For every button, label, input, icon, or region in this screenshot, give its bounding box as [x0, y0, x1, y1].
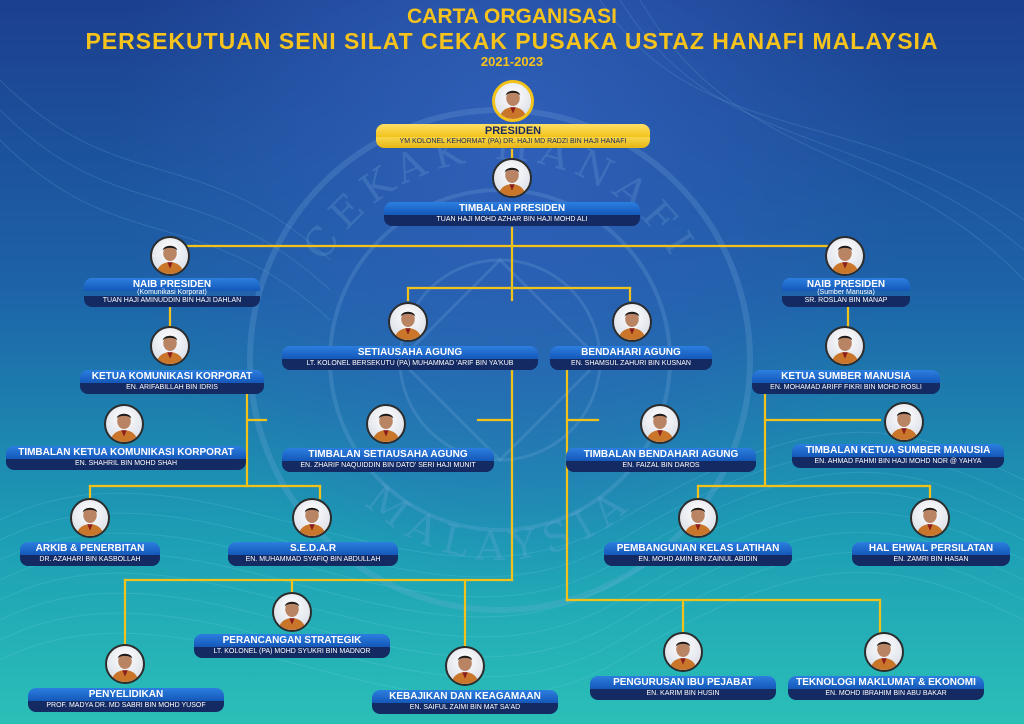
avatar [150, 326, 190, 366]
chart-organization-name: PERSEKUTUAN SENI SILAT CEKAK PUSAKA USTA… [85, 28, 939, 54]
node-penyelidikan: PENYELIDIKAN PROF. MADYA DR. MD SABRI BI… [28, 688, 224, 712]
node-name: EN. SHAMSUL ZAHURI BIN KUSNAN [550, 359, 712, 370]
node-pengurusan-ibu-pejabat: PENGURUSAN IBU PEJABAT EN. KARIM BIN HUS… [590, 676, 776, 700]
chart-title: CARTA ORGANISASI [407, 5, 617, 28]
node-title: KETUA SUMBER MANUSIA [752, 370, 940, 383]
node-timbalan-setiausaha: TIMBALAN SETIAUSAHA AGUNG EN. ZHARIF NAQ… [282, 448, 494, 472]
node-title: PRESIDEN [376, 124, 650, 137]
node-name: LT. KOLONEL (PA) MOHD SYUKRI BIN MADNOR [194, 647, 390, 658]
avatar [445, 646, 485, 686]
avatar [150, 236, 190, 276]
node-setiausaha-agung: SETIAUSAHA AGUNG LT. KOLONEL BERSEKUTU (… [282, 346, 538, 370]
chart-term-years: 2021-2023 [480, 54, 544, 69]
node-title: TEKNOLOGI MAKLUMAT & EKONOMI [788, 676, 984, 689]
avatar [612, 302, 652, 342]
node-name: EN. FAIZAL BIN DAROS [566, 461, 756, 472]
node-subtitle: (Komunikasi Korporat) [137, 289, 207, 296]
node-name: YM KOLONEL KEHORMAT (PA) DR. HAJI MD RAD… [376, 137, 650, 148]
avatar [864, 632, 904, 672]
node-name: DR. AZAHARI BIN KASBOLLAH [20, 555, 160, 566]
node-title: TIMBALAN KETUA KOMUNIKASI KORPORAT [6, 446, 246, 459]
avatar [366, 404, 406, 444]
node-title: NAIB PRESIDEN [84, 278, 260, 291]
node-name: EN. SAIFUL ZAIMI BIN MAT SA'AD [372, 703, 558, 714]
avatar [272, 592, 312, 632]
avatar [825, 326, 865, 366]
node-name: EN. MUHAMMAD SYAFIQ BIN ABDULLAH [228, 555, 398, 566]
node-naib-presiden-sumber: NAIB PRESIDEN (Sumber Manusia) SR. ROSLA… [782, 278, 910, 307]
node-ketua-komunikasi: KETUA KOMUNIKASI KORPORAT EN. ARIFABILLA… [80, 370, 264, 394]
node-name: EN. ZHARIF NAQUIDDIN BIN DATO' SERI HAJI… [282, 461, 494, 472]
node-title: TIMBALAN PRESIDEN [384, 202, 640, 215]
node-teknologi-maklumat: TEKNOLOGI MAKLUMAT & EKONOMI EN. MOHD IB… [788, 676, 984, 700]
node-sedar: S.E.D.A.R EN. MUHAMMAD SYAFIQ BIN ABDULL… [228, 542, 398, 566]
avatar [492, 158, 532, 198]
node-timbalan-ketua-komunikasi: TIMBALAN KETUA KOMUNIKASI KORPORAT EN. S… [6, 446, 246, 470]
node-title: PENGURUSAN IBU PEJABAT [590, 676, 776, 689]
node-name: SR. ROSLAN BIN MANAP [782, 296, 910, 307]
node-name: EN. ZAMRI BIN HASAN [852, 555, 1010, 566]
node-timbalan-presiden: TIMBALAN PRESIDEN TUAN HAJI MOHD AZHAR B… [384, 202, 640, 226]
node-ketua-sumber: KETUA SUMBER MANUSIA EN. MOHAMAD ARIFF F… [752, 370, 940, 394]
node-perancangan-strategik: PERANCANGAN STRATEGIK LT. KOLONEL (PA) M… [194, 634, 390, 658]
node-title: NAIB PRESIDEN [782, 278, 910, 291]
node-name: EN. MOHD IBRAHIM BIN ABU BAKAR [788, 689, 984, 700]
node-name: EN. AHMAD FAHMI BIN HAJI MOHD NOR @ YAHY… [792, 457, 1004, 468]
node-title: SETIAUSAHA AGUNG [282, 346, 538, 359]
node-name: EN. SHAHRIL BIN MOHD SHAH [6, 459, 246, 470]
node-name: TUAN HAJI AMINUDDIN BIN HAJI DAHLAN [84, 296, 260, 307]
node-title: HAL EHWAL PERSILATAN [852, 542, 1010, 555]
node-name: EN. ARIFABILLAH BIN IDRIS [80, 383, 264, 394]
avatar [678, 498, 718, 538]
node-title: ARKIB & PENERBITAN [20, 542, 160, 555]
node-hal-ehwal-persilatan: HAL EHWAL PERSILATAN EN. ZAMRI BIN HASAN [852, 542, 1010, 566]
node-presiden: PRESIDEN YM KOLONEL KEHORMAT (PA) DR. HA… [376, 124, 650, 148]
node-title: S.E.D.A.R [228, 542, 398, 555]
node-title: TIMBALAN KETUA SUMBER MANUSIA [792, 444, 1004, 457]
node-title: KEBAJIKAN DAN KEAGAMAAN [372, 690, 558, 703]
node-title: TIMBALAN BENDAHARI AGUNG [566, 448, 756, 461]
node-arkib-penerbitan: ARKIB & PENERBITAN DR. AZAHARI BIN KASBO… [20, 542, 160, 566]
avatar [104, 404, 144, 444]
node-name: EN. KARIM BIN HUSIN [590, 689, 776, 700]
node-naib-presiden-komunikasi: NAIB PRESIDEN (Komunikasi Korporat) TUAN… [84, 278, 260, 307]
avatar [70, 498, 110, 538]
node-title: BENDAHARI AGUNG [550, 346, 712, 359]
node-subtitle: (Sumber Manusia) [817, 289, 875, 296]
node-title: PEMBANGUNAN KELAS LATIHAN [604, 542, 792, 555]
node-timbalan-bendahari: TIMBALAN BENDAHARI AGUNG EN. FAIZAL BIN … [566, 448, 756, 472]
avatar [105, 644, 145, 684]
node-name: EN. MOHD AMIN BIN ZAINUL ABIDIN [604, 555, 792, 566]
avatar [663, 632, 703, 672]
node-kebajikan-keagamaan: KEBAJIKAN DAN KEAGAMAAN EN. SAIFUL ZAIMI… [372, 690, 558, 714]
avatar [910, 498, 950, 538]
node-title: PERANCANGAN STRATEGIK [194, 634, 390, 647]
node-timbalan-ketua-sumber: TIMBALAN KETUA SUMBER MANUSIA EN. AHMAD … [792, 444, 1004, 468]
node-pembangunan-kelas-latihan: PEMBANGUNAN KELAS LATIHAN EN. MOHD AMIN … [604, 542, 792, 566]
node-title: KETUA KOMUNIKASI KORPORAT [80, 370, 264, 383]
avatar [492, 80, 534, 122]
node-name: EN. MOHAMAD ARIFF FIKRI BIN MOHD ROSLI [752, 383, 940, 394]
node-name: PROF. MADYA DR. MD SABRI BIN MOHD YUSOF [28, 701, 224, 712]
node-title: PENYELIDIKAN [28, 688, 224, 701]
node-bendahari-agung: BENDAHARI AGUNG EN. SHAMSUL ZAHURI BIN K… [550, 346, 712, 370]
avatar [825, 236, 865, 276]
avatar [884, 402, 924, 442]
avatar [292, 498, 332, 538]
node-title: TIMBALAN SETIAUSAHA AGUNG [282, 448, 494, 461]
node-name: TUAN HAJI MOHD AZHAR BIN HAJI MOHD ALI [384, 215, 640, 226]
node-name: LT. KOLONEL BERSEKUTU (PA) MUHAMMAD 'ARI… [282, 359, 538, 370]
avatar [640, 404, 680, 444]
avatar [388, 302, 428, 342]
